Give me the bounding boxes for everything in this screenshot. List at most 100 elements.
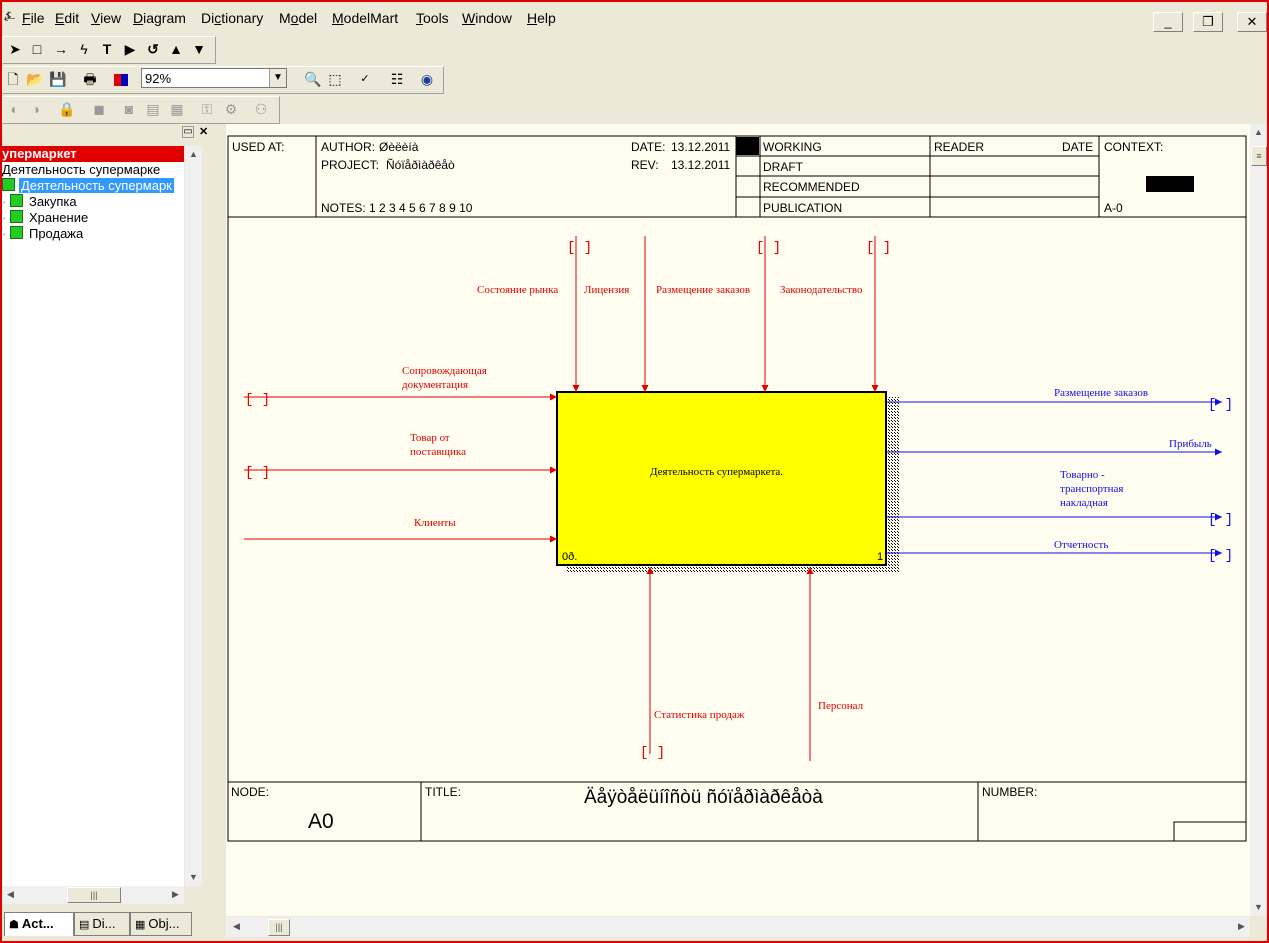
tree-item-prodazha[interactable]: · Продажа: [2, 226, 84, 241]
arrow-label-license[interactable]: Лицензия: [584, 284, 630, 296]
tree-vertical-scrollbar[interactable]: ▲ ▼: [185, 146, 202, 886]
arrow-label-personnel[interactable]: Персонал: [818, 700, 864, 712]
chevron-down-icon[interactable]: ▼: [269, 69, 286, 87]
squiggle-tool-icon[interactable]: ϟ: [80, 41, 88, 57]
svg-text:[ ]: [ ]: [756, 240, 781, 256]
arrow-label-clients[interactable]: Клиенты: [414, 517, 456, 529]
app-icon[interactable]: ⍼: [4, 8, 16, 23]
menu-tools[interactable]: Tools: [416, 10, 449, 26]
menu-diagram[interactable]: Diagram: [133, 10, 186, 26]
zoom-select[interactable]: 92%▼: [141, 68, 287, 88]
tree-item-selected[interactable]: Деятельность супермарк: [2, 178, 184, 194]
menu-model[interactable]: Model: [279, 10, 318, 26]
merge-icon[interactable]: ◙: [124, 101, 134, 117]
scroll-up-icon[interactable]: ▲: [189, 149, 198, 159]
svg-text:[ ]: [ ]: [866, 240, 891, 256]
arrow-label-reporting[interactable]: Отчетность: [1054, 539, 1109, 551]
scroll-thumb[interactable]: |||: [268, 919, 290, 936]
status-recommended: RECOMMENDED: [763, 180, 860, 194]
new-file-icon[interactable]: 🗋: [7, 71, 19, 87]
scroll-right-icon[interactable]: ▶: [172, 889, 179, 899]
users-icon[interactable]: ⚇: [254, 101, 268, 117]
tree-header[interactable]: упермаркет: [2, 146, 184, 162]
activity-name[interactable]: Деятельность супермаркета.: [650, 466, 784, 478]
tree-item-hranenie[interactable]: · Хранение: [2, 210, 89, 225]
activity-cost: 0ð.: [562, 551, 578, 563]
tree-item-zakupka[interactable]: · Закупка: [2, 194, 77, 209]
scroll-left-icon[interactable]: ◀: [233, 921, 240, 931]
panel-close-icon[interactable]: ✕: [199, 126, 209, 138]
model-explorer-icon[interactable]: ☷: [390, 71, 404, 87]
zoom-fit-icon[interactable]: ⬚: [328, 71, 342, 87]
settings-icon[interactable]: ⚙: [224, 101, 238, 117]
report-icon[interactable]: ▤: [146, 101, 160, 117]
print-icon[interactable]: 🖶: [83, 71, 97, 87]
scroll-left-icon[interactable]: ◀: [7, 889, 14, 899]
go-to-parent-icon[interactable]: ▲: [169, 41, 183, 57]
tab-objects[interactable]: ▦Obj...: [130, 912, 192, 936]
svg-text:[ ]: [ ]: [640, 745, 665, 761]
rev-value: 13.12.2011: [671, 158, 731, 172]
table-icon[interactable]: ▦: [170, 101, 184, 117]
working-status-marker: [736, 137, 759, 155]
disconnect-icon[interactable]: ◗: [32, 101, 42, 117]
arrow-label-sales-stats[interactable]: Статистика продаж: [654, 709, 745, 721]
arrow-label-profit[interactable]: Прибыль: [1169, 438, 1212, 450]
arrow-label-legislation[interactable]: Законодательство: [780, 284, 863, 296]
menu-dictionary[interactable]: Dictionary: [201, 10, 264, 26]
tree-root[interactable]: Деятельность супермарке: [2, 162, 161, 177]
rev-label: REV:: [631, 158, 659, 172]
scroll-thumb[interactable]: |||: [67, 887, 121, 903]
go-to-child-icon[interactable]: ▼: [192, 41, 206, 57]
menu-file[interactable]: File: [22, 10, 45, 26]
panel-dock-icon[interactable]: ▭: [182, 126, 194, 138]
node-label: NODE:: [231, 785, 270, 799]
date-label: DATE:: [631, 140, 666, 154]
scroll-right-icon[interactable]: ▶: [1238, 921, 1245, 931]
box-tool-icon[interactable]: □: [32, 41, 42, 57]
diagram-horizontal-scrollbar[interactable]: ◀ ||| ▶: [226, 917, 1250, 937]
arrow-label-supplier-goods[interactable]: Товар от поставщика: [410, 432, 466, 458]
scroll-thumb[interactable]: ≡: [1251, 146, 1267, 166]
scroll-down-icon[interactable]: ▼: [1254, 902, 1263, 912]
library-icon[interactable]: ◼: [93, 101, 105, 117]
arrow-label-market-state[interactable]: Состояние рынка: [477, 284, 559, 296]
svg-text:[ ]: [ ]: [1208, 397, 1233, 413]
close-button[interactable]: ✕: [1237, 12, 1267, 32]
open-folder-icon[interactable]: 📂: [26, 71, 44, 87]
tree-horizontal-scrollbar[interactable]: ◀ ||| ▶: [2, 886, 184, 904]
lock-icon[interactable]: 🔒: [58, 101, 76, 117]
scroll-up-icon[interactable]: ▲: [1254, 127, 1263, 137]
color-icon[interactable]: [111, 69, 131, 89]
save-icon[interactable]: 💾: [49, 71, 67, 87]
connect-icon[interactable]: ◖: [8, 101, 18, 117]
text-tool-icon[interactable]: T: [102, 41, 112, 57]
menu-modelmart[interactable]: ModelMart: [332, 10, 399, 26]
pointer-tool-icon[interactable]: ➤: [9, 41, 21, 57]
arrow-label-order-placement-out[interactable]: Размещение заказов: [1054, 387, 1149, 399]
diagram-canvas[interactable]: [ ] [ ] [ ] [ ] [ ] [ ] [ ] [ ] [ ] USED…: [226, 124, 1250, 916]
menu-window[interactable]: Window: [462, 10, 512, 26]
spell-check-icon[interactable]: ✓: [360, 73, 370, 85]
zoom-icon[interactable]: 🔍: [304, 71, 322, 87]
undo-icon[interactable]: ↺: [147, 41, 159, 57]
frame-lines: [227, 135, 1247, 842]
arrow-label-documentation[interactable]: Сопровождающая документация: [402, 365, 487, 391]
menu-help[interactable]: Help: [527, 10, 556, 26]
go-to-sibling-icon[interactable]: ▶: [124, 41, 136, 57]
menu-edit[interactable]: Edit: [55, 10, 80, 26]
arrow-tool-icon[interactable]: →: [54, 41, 68, 57]
arrow-label-order-placement[interactable]: Размещение заказов: [656, 284, 751, 296]
arrow-label-waybill[interactable]: Товарно - транспортная накладная: [1060, 469, 1124, 509]
restore-button[interactable]: ❐: [1193, 12, 1223, 32]
diagram-vertical-scrollbar[interactable]: ▲ ≡ ▼: [1250, 124, 1267, 916]
tab-activities[interactable]: ☗Act...: [4, 912, 74, 936]
globe-icon[interactable]: ◉: [420, 71, 434, 87]
scroll-down-icon[interactable]: ▼: [189, 872, 198, 882]
minimize-button[interactable]: _: [1153, 12, 1183, 32]
node-value: A0: [308, 810, 334, 833]
activity-box-icon: [9, 194, 23, 207]
tab-diagrams[interactable]: ▤Di...: [74, 912, 130, 936]
menu-view[interactable]: View: [91, 10, 122, 26]
security-icon[interactable]: ⚿: [201, 101, 213, 117]
